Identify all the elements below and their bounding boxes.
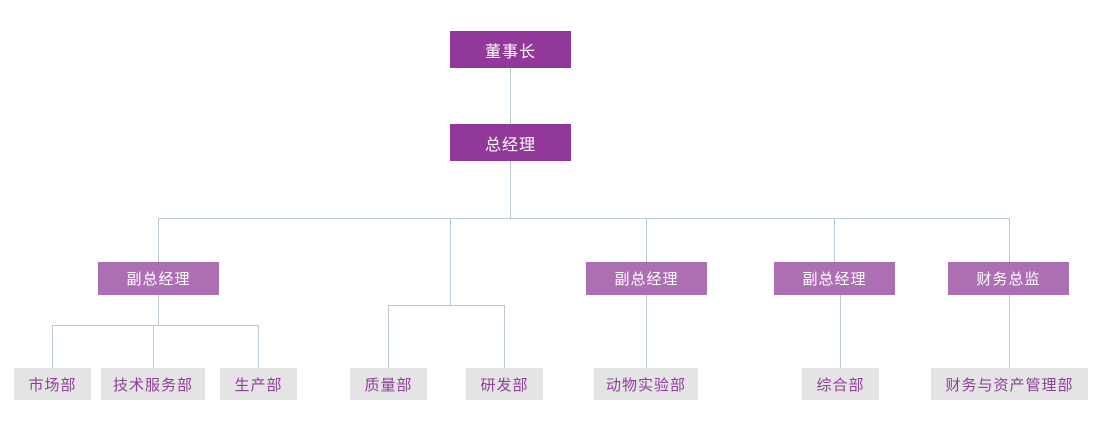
org-node-chairman[interactable]: 董事长: [450, 31, 571, 68]
org-node-cfo[interactable]: 财务总监: [948, 262, 1069, 295]
connector-drop-to-qa: [388, 305, 389, 368]
connector-drop-to-mkt: [52, 325, 53, 368]
org-node-dept_anim[interactable]: 动物实验部: [594, 368, 698, 400]
org-node-vgm2[interactable]: 副总经理: [586, 262, 707, 295]
connector-drop-to-vgm3: [834, 218, 835, 262]
connector-vgm3-to-gen: [840, 295, 841, 368]
connector-drop-to-cfo: [1009, 218, 1010, 262]
connector-drop-to-prod: [258, 325, 259, 368]
org-node-gm[interactable]: 总经理: [450, 124, 571, 161]
connector-vgm1-children-bar: [52, 325, 258, 326]
connector-gm-drop-to-bus: [510, 161, 511, 218]
connector-drop-to-rd: [504, 305, 505, 368]
connector-vgm2-to-anim: [646, 295, 647, 368]
org-node-dept_gen[interactable]: 综合部: [802, 368, 879, 400]
connector-level3-distribution-bar: [158, 218, 1009, 219]
org-node-dept_tech[interactable]: 技术服务部: [101, 368, 205, 400]
org-node-dept_qa[interactable]: 质量部: [350, 368, 427, 400]
connector-drop-to-vgm1: [158, 218, 159, 262]
connector-vgm1-stem: [158, 295, 159, 325]
org-node-dept_rd[interactable]: 研发部: [466, 368, 543, 400]
org-node-dept_mkt[interactable]: 市场部: [14, 368, 91, 400]
connector-mid-children-bar: [388, 305, 504, 306]
connector-drop-to-vgm2: [646, 218, 647, 262]
org-node-dept_prod[interactable]: 生产部: [220, 368, 297, 400]
connector-drop-to-midbranch: [450, 218, 451, 305]
connector-chairman-to-gm: [510, 68, 511, 124]
org-node-vgm1[interactable]: 副总经理: [98, 262, 219, 295]
connector-drop-to-tech: [153, 325, 154, 368]
org-node-vgm3[interactable]: 副总经理: [774, 262, 895, 295]
org-node-dept_fin[interactable]: 财务与资产管理部: [931, 368, 1088, 400]
connector-cfo-to-fin: [1009, 295, 1010, 368]
